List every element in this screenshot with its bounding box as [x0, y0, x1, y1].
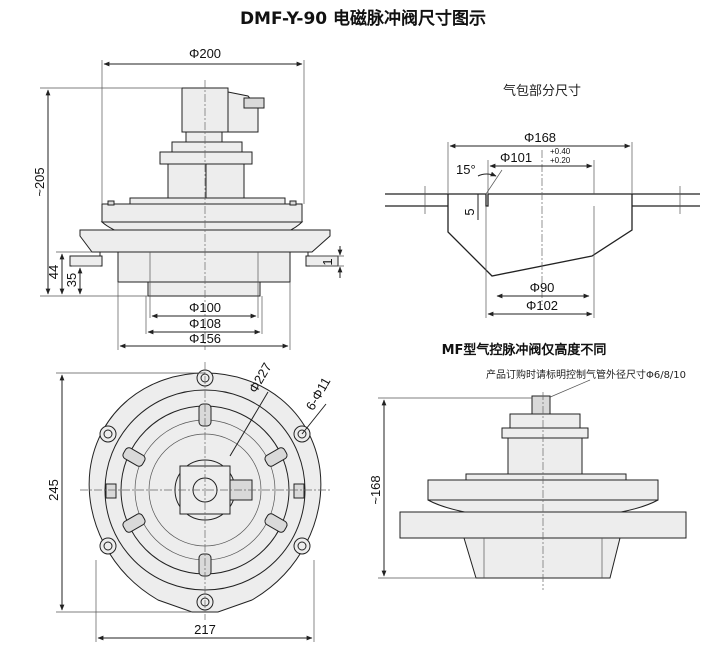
- tank-section-view: 气包部分尺寸 Φ168 Φ101 +0.40 +0.20 15° 5: [385, 83, 700, 318]
- dim-44: 44: [46, 265, 61, 279]
- top-view: Φ227 6-Φ11 245 217: [46, 360, 333, 642]
- mf-caption: MF型气控脉冲阀仅高度不同: [442, 342, 607, 358]
- tol-lower: +0.20: [550, 156, 571, 165]
- dim-holes-6x11: 6-Φ11: [303, 375, 334, 413]
- order-note: 产品订购时请标明控制气管外径尺寸Φ6/8/10: [486, 368, 686, 381]
- dim-5: 5: [462, 208, 477, 215]
- dim-217: 217: [194, 622, 216, 637]
- dim-168: ~168: [368, 475, 383, 504]
- solenoid-connector: [181, 87, 265, 143]
- dim-height-205: ~205: [32, 167, 47, 196]
- tol-upper: +0.40: [550, 147, 571, 156]
- dim-phi168: Φ168: [524, 130, 556, 145]
- dim-phi100: Φ100: [189, 300, 221, 315]
- mf-side-view: MF型气控脉冲阀仅高度不同 产品订购时请标明控制气管外径尺寸Φ6/8/10 ~1…: [368, 342, 687, 590]
- dim-phi227: Φ227: [246, 360, 275, 395]
- dim-phi101: Φ101: [500, 150, 532, 165]
- dim-phi108: Φ108: [189, 316, 221, 331]
- dim-245: 245: [46, 479, 61, 501]
- valve-body: [69, 141, 339, 297]
- dim-phi156: Φ156: [189, 331, 221, 346]
- dim-angle-15: 15°: [456, 162, 476, 177]
- dim-phi200: Φ200: [189, 46, 221, 61]
- dim-phi90: Φ90: [530, 280, 555, 295]
- dim-phi102: Φ102: [526, 298, 558, 313]
- drawing-title: DMF-Y-90 电磁脉冲阀尺寸图示: [239, 9, 487, 29]
- tank-caption: 气包部分尺寸: [503, 83, 581, 99]
- dim-1: 1: [320, 258, 335, 265]
- dim-35: 35: [64, 273, 79, 287]
- front-view: Φ200 ~205 44 35 1 Φ100 Φ108 Φ156: [32, 46, 344, 350]
